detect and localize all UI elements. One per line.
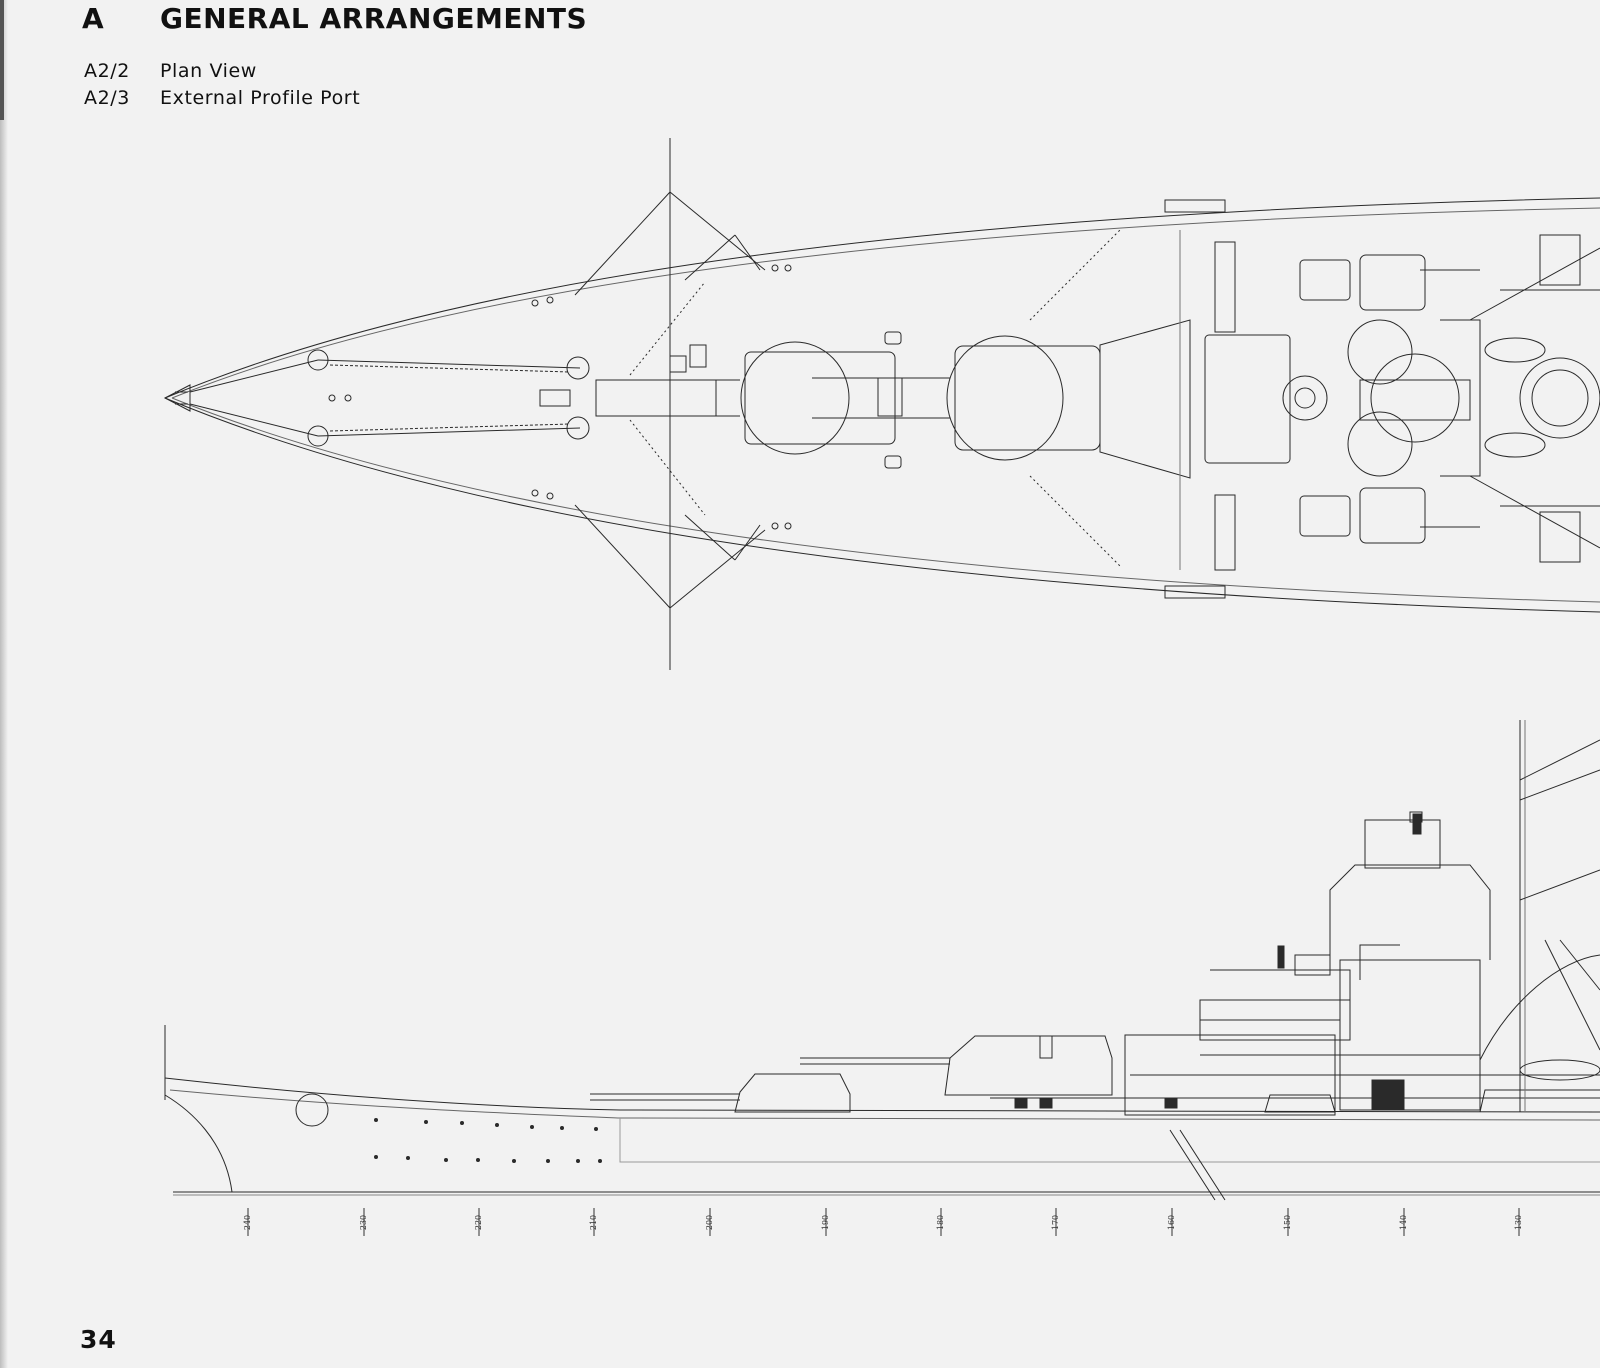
frame-label: 220 (474, 1214, 484, 1231)
frame-label: 200 (705, 1214, 715, 1231)
figure-caption-plan-view: A2/2 Plan View (84, 58, 360, 85)
figure-list: A2/2 Plan View A2/3 External Profile Port (84, 58, 360, 112)
frame-label: 180 (936, 1214, 946, 1231)
figure-caption-external-profile: A2/3 External Profile Port (84, 85, 360, 112)
section-letter: A (82, 2, 105, 35)
page-spine-shadow (0, 0, 8, 1368)
plan-view-drawing (163, 138, 1600, 670)
figure-title: External Profile Port (160, 87, 361, 109)
frame-label: 170 (1051, 1214, 1061, 1231)
frame-label: 130 (1514, 1214, 1524, 1231)
frame-label: 240 (243, 1214, 253, 1231)
section-title: GENERAL ARRANGEMENTS (160, 2, 588, 35)
frame-label: 150 (1283, 1214, 1293, 1231)
figure-title: Plan View (160, 60, 257, 82)
page-number: 34 (80, 1325, 117, 1354)
frame-label: 210 (589, 1214, 599, 1231)
figure-code: A2/2 (84, 60, 130, 82)
frame-label: 230 (359, 1214, 369, 1231)
frame-label: 160 (1167, 1214, 1177, 1231)
frame-label: 140 (1399, 1214, 1409, 1231)
frame-label: 190 (821, 1214, 831, 1231)
figure-code: A2/3 (84, 87, 130, 109)
spine-mark (0, 0, 4, 120)
